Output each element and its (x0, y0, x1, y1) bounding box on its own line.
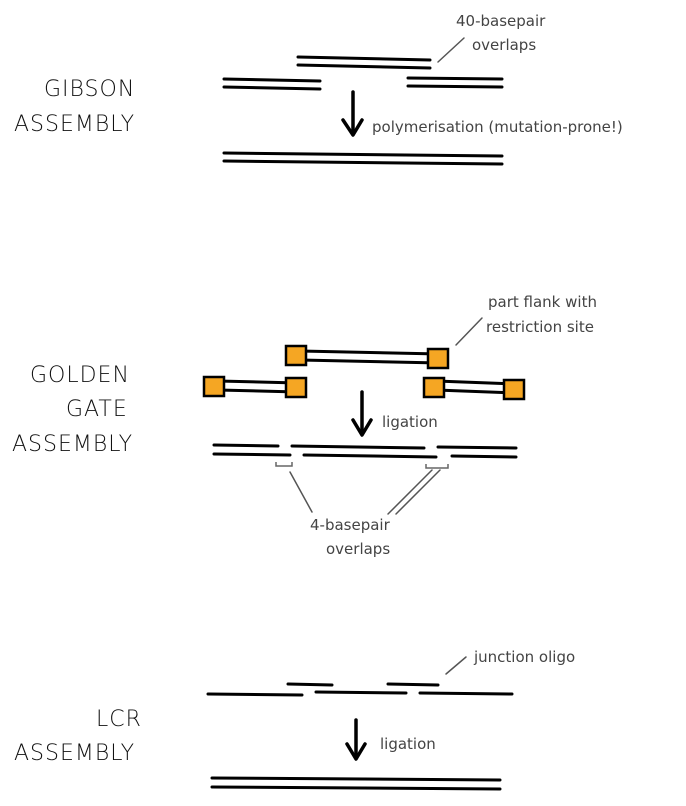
golden-gate-flank-note-line2: restriction site (486, 318, 594, 336)
gibson-title-line1: GIBSON (44, 77, 135, 102)
overlap-bracket (275, 462, 293, 467)
lcr-oligo-note: junction oligo (473, 648, 575, 666)
lcr-oligo-pointer (445, 656, 467, 675)
gibson-overlap-note-line2: overlaps (472, 36, 536, 54)
lcr-product (210, 776, 502, 791)
lcr-down-arrow (345, 718, 367, 761)
overlap-bracket (425, 464, 449, 469)
restriction-site-box (502, 378, 526, 401)
golden-gate-title-line1: GOLDEN (30, 363, 130, 388)
golden-gate-title-line2: GATE (66, 397, 128, 422)
golden-gate-title-line3: ASSEMBLY (12, 432, 133, 457)
golden-gate-flank-note-line1: part flank with (488, 293, 597, 311)
golden-gate-right-part (422, 376, 526, 401)
golden-gate-overlap-note-line2: overlaps (326, 540, 390, 558)
lcr-fragments (206, 690, 514, 697)
golden-gate-step-label: ligation (382, 413, 438, 431)
golden-gate-section: GOLDEN GATE ASSEMBLY part flank with res… (12, 293, 597, 558)
golden-gate-middle-part (284, 344, 450, 370)
gibson-left-fragment (222, 77, 322, 91)
gibson-down-arrow (341, 90, 364, 137)
golden-gate-left-part (202, 375, 308, 399)
restriction-site-box (202, 375, 226, 398)
gibson-title-line2: ASSEMBLY (14, 112, 135, 137)
lcr-title-line1: LCR (96, 707, 142, 732)
restriction-site-box (284, 376, 308, 399)
lcr-step-label: ligation (380, 735, 436, 753)
golden-gate-down-arrow (351, 390, 373, 437)
golden-gate-flank-pointer (455, 317, 483, 346)
golden-gate-overlap-pointer-right (387, 469, 433, 515)
gibson-overlap-pointer (437, 37, 465, 63)
gibson-overlap-note-line1: 40-basepair (456, 12, 546, 30)
lcr-section: LCR ASSEMBLY junction oligo ligation (14, 648, 575, 791)
gibson-step-label: polymerisation (mutation-prone!) (372, 118, 623, 136)
gibson-section: GIBSON ASSEMBLY 40-basepair overlaps pol… (14, 12, 623, 166)
lcr-junction-oligos (286, 682, 440, 687)
gibson-product (222, 151, 504, 166)
golden-gate-overlap-note-line1: 4-basepair (310, 516, 391, 534)
golden-gate-product (212, 443, 518, 459)
golden-gate-overlap-pointer-left (289, 471, 313, 513)
restriction-site-box (284, 344, 308, 367)
gibson-middle-fragment (296, 55, 432, 70)
gibson-right-fragment (406, 76, 504, 89)
lcr-title-line2: ASSEMBLY (14, 741, 135, 766)
golden-gate-overlap-pointer-right-2 (395, 469, 441, 515)
restriction-site-box (426, 347, 450, 370)
restriction-site-box (422, 376, 446, 399)
